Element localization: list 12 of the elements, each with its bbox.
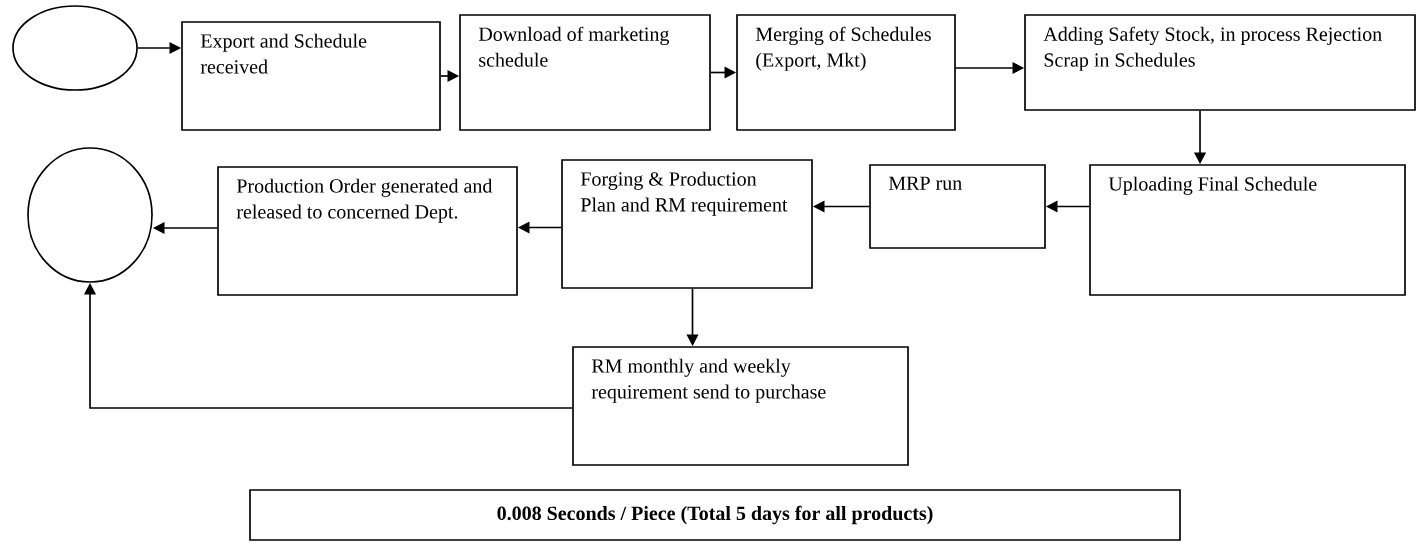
note-box: 0.008 Seconds / Piece (Total 5 days for all products) bbox=[249, 489, 1181, 541]
process-box: Adding Safety Stock, in process Rejection Scrap in Schedules bbox=[1024, 14, 1416, 111]
process-box: Export and Schedule received bbox=[181, 21, 441, 131]
process-box: RM monthly and weekly requirement send to purchase bbox=[572, 346, 909, 466]
process-box: Production Order generated and released to concerned Dept. bbox=[217, 166, 518, 296]
process-box: Merging of Schedules (Export, Mkt) bbox=[736, 14, 956, 131]
process-box: Forging & Production Plan and RM requirement bbox=[561, 159, 813, 289]
process-box: Uploading Final Schedule bbox=[1089, 164, 1406, 296]
circle bbox=[12, 5, 138, 91]
process-box: Download of marketing schedule bbox=[459, 14, 711, 131]
process-box: MRP run bbox=[869, 164, 1046, 249]
circle bbox=[27, 147, 153, 283]
